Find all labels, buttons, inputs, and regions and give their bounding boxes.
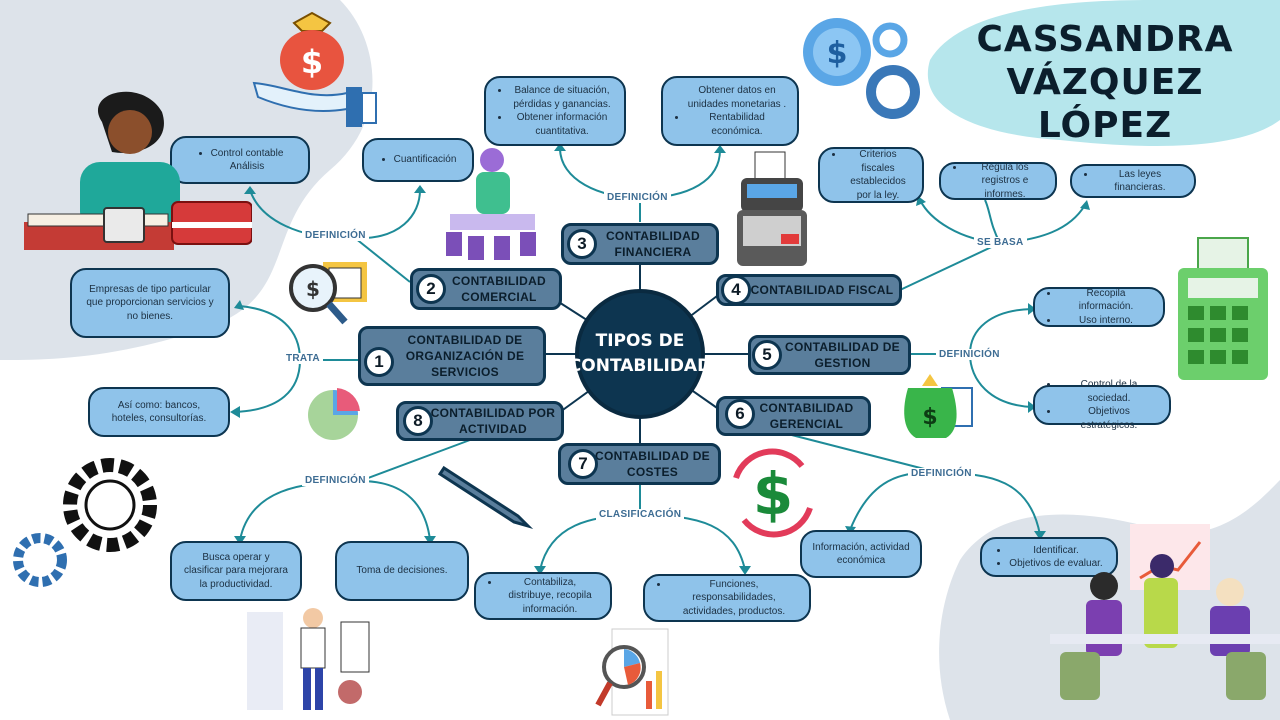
- svg-text:$: $: [301, 43, 323, 81]
- cash-register-icon: [737, 151, 807, 266]
- node-5-title-line2: GESTION: [814, 356, 871, 370]
- svg-text:$: $: [306, 277, 320, 301]
- money-bag-hand-icon: $: [252, 11, 377, 127]
- node-5-number: 5: [752, 340, 782, 370]
- leaf-4-criterios-item: Criterios fiscales establecidos por la l…: [844, 148, 912, 202]
- author-first-line: CASSANDRA: [976, 19, 1234, 60]
- leaf-1-ejemplos: Así como: bancos, hoteles, consultorías.: [88, 387, 230, 437]
- node-3-number: 3: [567, 229, 597, 259]
- leaf-8-busca-text: Busca operar y clasificar para mejorara …: [184, 551, 288, 590]
- leaf-1-ejemplos-text: Así como: bancos, hoteles, consultorías.: [111, 399, 207, 425]
- leaf-5-recopila-item-2: Uso interno.: [1059, 314, 1153, 328]
- leaf-3-balance-item-2: Obtener información cuantitativa.: [510, 111, 614, 138]
- node-2-number: 2: [416, 274, 446, 304]
- node-1-title-line1: CONTABILIDAD DE: [407, 332, 523, 347]
- node-6-title-line2: GERENCIAL: [769, 417, 844, 431]
- node-6-number: 6: [725, 399, 755, 429]
- pencil-icon: [437, 465, 534, 530]
- leaf-2-control-item-2: Análisis: [229, 161, 265, 172]
- label-definicion-3: DEFINICIÓN: [604, 192, 671, 203]
- node-3-title-line1: CONTABILIDAD: [605, 228, 701, 243]
- leaf-6-identificar-item-1: Identificar.: [1009, 544, 1102, 558]
- leaf-5-control-item-2: Objetivos estratégicos.: [1059, 405, 1159, 432]
- node-2-title-line2: COMERCIAL: [461, 290, 537, 304]
- leaf-8-toma-text: Toma de decisiones.: [356, 565, 448, 577]
- leaf-1-empresas: Empresas de tipo particular que proporci…: [70, 268, 230, 338]
- magnifier-dollar-icon: $: [289, 262, 367, 325]
- node-7-number: 7: [568, 449, 598, 479]
- leaf-4-regula-item: Regula los registros e informes.: [965, 161, 1045, 202]
- node-5-title-line1: CONTABILIDAD DE: [785, 339, 900, 354]
- author-second-line: VÁZQUEZ LÓPEZ: [1006, 62, 1204, 147]
- svg-text:$: $: [922, 405, 937, 430]
- leaf-5-control-item-1: Control de la sociedad.: [1059, 378, 1159, 405]
- leaf-3-datos-item-2: Rentabilidad económica.: [687, 111, 787, 138]
- gears-icon: [13, 458, 157, 587]
- center-line-1: TIPOS DE: [595, 330, 685, 351]
- leaf-3-datos: Obtener datos en unidades monetarias . R…: [661, 76, 799, 146]
- analytics-magnifier-icon: [595, 628, 669, 716]
- node-8-title-line1: CONTABILIDAD POR: [430, 405, 556, 420]
- leaf-3-balance: Balance de situación, pérdidas y gananci…: [484, 76, 626, 146]
- label-trata: TRATA: [283, 353, 323, 364]
- node-1-number: 1: [364, 347, 394, 377]
- label-clasificacion: CLASIFICACIÓN: [596, 509, 685, 520]
- node-6-title-line1: CONTABILIDAD: [759, 400, 854, 415]
- central-topic: TIPOS DE CONTABILIDAD: [569, 289, 711, 419]
- label-definicion-5: DEFINICIÓN: [936, 349, 1003, 360]
- calculator-icon: [1178, 237, 1268, 380]
- woman-calculator-icon: [24, 91, 252, 250]
- gears-dollar-icon: $: [803, 18, 920, 119]
- leaf-4-regula: Regula los registros e informes.: [939, 162, 1057, 200]
- leaf-4-leyes: Las leyes financieras.: [1070, 164, 1196, 198]
- team-meeting-icon: [1050, 524, 1280, 700]
- leaf-4-criterios: Criterios fiscales establecidos por la l…: [818, 147, 924, 203]
- node-1-title-line3: SERVICIOS: [431, 365, 499, 380]
- leaf-5-recopila-item-1: Recopila información.: [1059, 287, 1153, 314]
- node-7-title-line1: CONTABILIDAD DE: [595, 448, 710, 463]
- leaf-5-recopila: Recopila información. Uso interno.: [1033, 287, 1165, 327]
- author-name: CASSANDRA VÁZQUEZ LÓPEZ: [940, 18, 1270, 148]
- leaf-2-control: Control contable Análisis: [170, 136, 310, 184]
- leaf-6-informacion-text: Información, actividad económica: [812, 541, 910, 567]
- leaf-2-cuantificacion: Cuantificación: [362, 138, 474, 182]
- leaf-6-identificar: Identificar. Objetivos de evaluar.: [980, 537, 1118, 577]
- node-8-title-line2: ACTIVIDAD: [458, 422, 528, 436]
- node-8-number: 8: [403, 406, 433, 436]
- node-7-title-line2: COSTES: [626, 465, 679, 479]
- leaf-7-funciones: Funciones, responsabilidades, actividade…: [643, 574, 811, 622]
- label-se-basa: SE BASA: [974, 237, 1027, 248]
- leaf-5-control: Control de la sociedad. Objetivos estrat…: [1033, 379, 1171, 431]
- leaf-7-funciones-item: Funciones, responsabilidades, actividade…: [669, 578, 799, 619]
- leaf-3-balance-item-1: Balance de situación, pérdidas y gananci…: [510, 84, 614, 111]
- leaf-7-contabiliza-item: Contabiliza, distribuye, recopila inform…: [500, 576, 600, 617]
- leaf-2-cuantificacion-item: Cuantificación: [394, 153, 457, 167]
- node-1-title-line2: ORGANIZACIÓN DE: [405, 348, 525, 363]
- node-4-number: 4: [721, 275, 751, 305]
- leaf-8-busca: Busca operar y clasificar para mejorara …: [170, 541, 302, 601]
- label-definicion-8: DEFINICIÓN: [302, 475, 369, 486]
- person-money-icon: [446, 148, 536, 260]
- leaf-7-contabiliza: Contabiliza, distribuye, recopila inform…: [474, 572, 612, 620]
- node-4-title-line1: CONTABILIDAD FISCAL: [750, 282, 894, 297]
- productivity-person-icon: [247, 608, 370, 710]
- label-definicion-6: DEFINICIÓN: [908, 468, 975, 479]
- label-definicion-2: DEFINICIÓN: [302, 230, 369, 241]
- leaf-6-identificar-item-2: Objetivos de evaluar.: [1009, 557, 1102, 571]
- dollar-cycle-icon: $: [733, 448, 813, 538]
- svg-text:$: $: [827, 36, 848, 71]
- svg-text:$: $: [753, 460, 793, 528]
- leaf-3-datos-item-1: Obtener datos en unidades monetarias .: [687, 85, 787, 110]
- leaf-8-toma: Toma de decisiones.: [335, 541, 469, 601]
- node-3-title-line2: FINANCIERA: [614, 245, 692, 259]
- leaf-2-control-item-1: Control contable: [211, 147, 284, 161]
- pie-chart-icon: [308, 388, 360, 440]
- leaf-4-leyes-item: Las leyes financieras.: [1096, 168, 1184, 195]
- money-stack-icon: $: [904, 374, 973, 438]
- node-2-title-line1: CONTABILIDAD: [451, 273, 547, 288]
- center-line-2: CONTABILIDAD: [568, 356, 712, 376]
- leaf-1-empresas-text: Empresas de tipo particular que proporci…: [86, 283, 214, 322]
- leaf-6-informacion: Información, actividad económica: [800, 530, 922, 578]
